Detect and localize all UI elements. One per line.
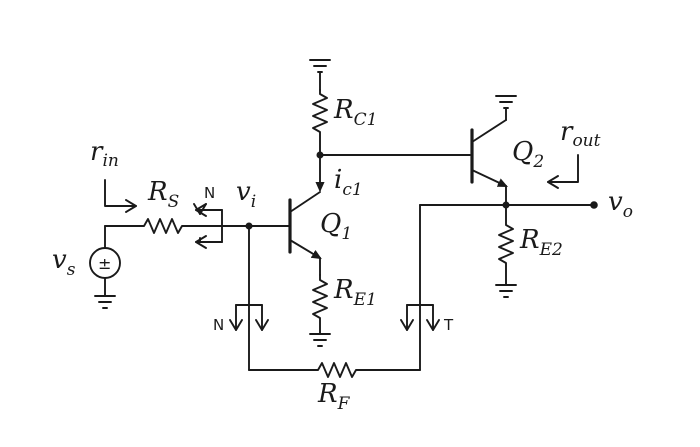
rc1-label: RC1: [333, 95, 377, 130]
source-sign: ±: [98, 254, 111, 273]
output-network: [495, 154, 598, 298]
n-bottom-label: N: [213, 316, 224, 334]
rc1-branch: [309, 59, 331, 156]
rf-resistor: [313, 362, 421, 378]
rin-arrow: [104, 179, 137, 213]
rout-label: rout: [560, 117, 601, 151]
t-label: T: [443, 316, 454, 334]
q1-transistor: [288, 191, 320, 276]
ic1-label: ic1: [334, 165, 363, 200]
vs-label: vs: [52, 245, 76, 280]
input-network: [89, 179, 291, 309]
rf-label: RF: [317, 379, 351, 414]
labels: RC1 ic1 Q1 Q2 RE1 RE2 RS RF vs vi vo rin…: [52, 95, 633, 414]
q2-transistor: [470, 95, 517, 206]
q2-label: Q2: [512, 137, 544, 172]
q1-label: Q1: [320, 209, 352, 244]
feedback-network: [229, 204, 507, 378]
re2-label: RE2: [519, 225, 563, 260]
n-top-label: N: [204, 184, 215, 202]
rs-label: RS: [147, 177, 179, 212]
re1-resistor: [312, 274, 328, 335]
re1-label: RE1: [333, 275, 377, 310]
vi-label: vi: [236, 177, 256, 212]
rin-label: rin: [90, 137, 119, 171]
q2-emitter: [471, 169, 506, 187]
rc1-resistor: [312, 89, 328, 156]
re2-resistor: [498, 204, 514, 286]
output-terminal: [590, 201, 598, 209]
rs-resistor: [139, 218, 201, 234]
q2-collector: [471, 119, 507, 143]
rout-arrow: [547, 154, 579, 189]
vo-label: vo: [608, 187, 633, 222]
re1-branch: [309, 274, 331, 347]
